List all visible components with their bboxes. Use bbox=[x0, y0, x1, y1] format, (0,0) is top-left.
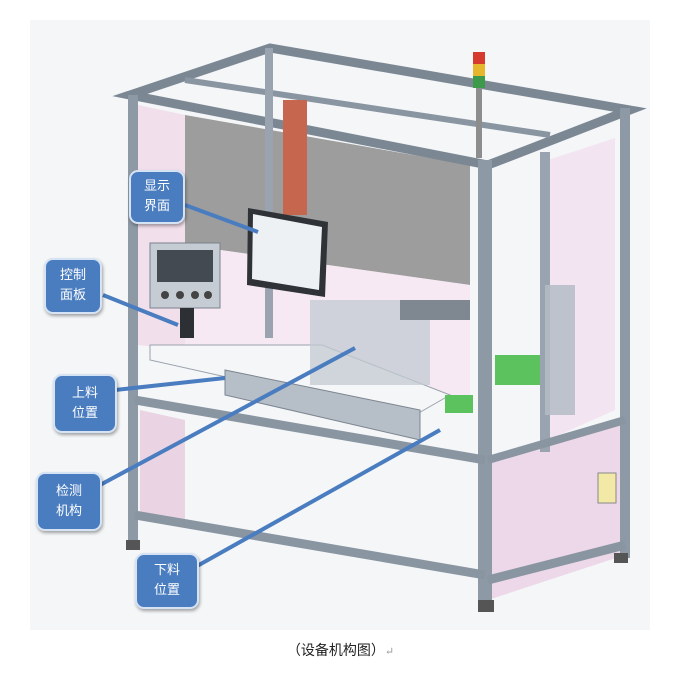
control-leader bbox=[102, 293, 179, 327]
back-right-post bbox=[620, 108, 630, 558]
caster-back-right bbox=[614, 553, 628, 563]
signal-light-red bbox=[473, 52, 485, 64]
unloading-green-module bbox=[445, 395, 473, 413]
callout-unloading-line1: 下料 bbox=[153, 563, 180, 578]
control-panel-display bbox=[157, 250, 213, 282]
return-mark: ↵ bbox=[384, 645, 395, 658]
caster-front-right bbox=[478, 600, 494, 612]
right-green-module bbox=[495, 355, 540, 385]
control-panel-button-3 bbox=[191, 291, 199, 299]
lower-rail-front bbox=[134, 395, 486, 465]
display-mast bbox=[283, 100, 307, 215]
front-right-post bbox=[478, 160, 492, 605]
callout-display: 显示 界面 bbox=[129, 170, 185, 224]
unloading-leader bbox=[189, 428, 441, 572]
bottom-rail-right bbox=[486, 540, 627, 585]
back-left-post bbox=[265, 48, 273, 338]
signal-light-yellow bbox=[473, 64, 485, 76]
right-mechanism bbox=[545, 285, 575, 415]
loading-leader bbox=[114, 376, 226, 392]
callout-display-line2: 界面 bbox=[143, 199, 170, 214]
control-panel-button-2 bbox=[176, 291, 184, 299]
callout-inspection-line2: 机构 bbox=[55, 503, 82, 519]
callout-inspection-line1: 检测 bbox=[55, 483, 82, 499]
top-rail-inner bbox=[184, 77, 551, 138]
display-monitor-screen bbox=[252, 214, 322, 290]
callout-control-line1: 控制 bbox=[59, 268, 86, 283]
callout-unloading-line2: 位置 bbox=[153, 583, 180, 598]
cabinet-label-plate bbox=[597, 472, 617, 504]
signal-tower-pole bbox=[476, 88, 482, 158]
callout-control-panel: 控制 面板 bbox=[44, 258, 102, 314]
control-panel-button-1 bbox=[161, 291, 169, 299]
callout-inspection-mechanism: 检测 机构 bbox=[36, 472, 102, 531]
inspection-leader bbox=[99, 346, 356, 487]
callout-display-line1: 显示 bbox=[143, 179, 170, 194]
work-table bbox=[149, 344, 452, 419]
figure-caption: （设备机构图）↵ bbox=[0, 640, 681, 660]
signal-light-green bbox=[473, 76, 485, 88]
lower-rail-right bbox=[486, 416, 627, 464]
display-leader bbox=[184, 203, 259, 234]
left-lower-pink-panel bbox=[140, 410, 185, 525]
inspection-guide bbox=[400, 300, 470, 320]
control-panel-button-4 bbox=[204, 291, 212, 299]
caster-front-left bbox=[126, 540, 140, 550]
callout-control-line2: 面板 bbox=[59, 288, 86, 303]
control-panel-stand bbox=[180, 308, 194, 338]
callout-unloading-position: 下料 位置 bbox=[135, 553, 199, 609]
equipment-structure-drawing bbox=[30, 20, 650, 630]
figure-caption-text: （设备机构图） bbox=[286, 643, 385, 659]
bottom-rail-front bbox=[134, 510, 486, 580]
front-left-post bbox=[128, 95, 138, 545]
callout-loading-line1: 上料 bbox=[71, 385, 98, 401]
callout-loading-position: 上料 位置 bbox=[53, 374, 117, 433]
callout-loading-line2: 位置 bbox=[71, 405, 98, 421]
